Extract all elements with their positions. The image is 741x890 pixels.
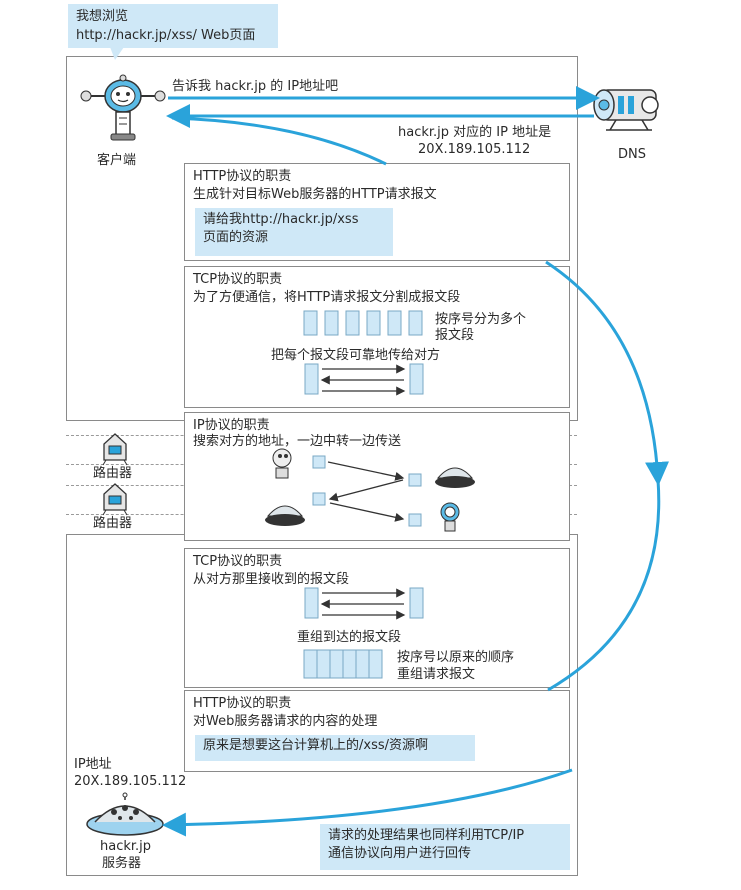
tcp-recv-title: TCP协议的职责 [193,554,283,569]
browse-bubble: 我想浏览 http://hackr.jp/xss/ Web页面 [68,4,278,48]
http-send-desc: 生成针对目标Web服务器的HTTP请求报文 [193,187,437,202]
web-server-icon [86,792,164,836]
browse-bubble-line1: 我想浏览 [76,9,129,24]
http-send-note: 请给我http://hackr.jp/xss 页面的资源 [195,208,393,256]
ip-title: IP协议的职责 [193,418,270,433]
http-send-title: HTTP协议的职责 [193,169,292,184]
tcp-reliable-text: 把每个报文段可靠地传给对方 [271,348,441,363]
http-send-note-line1: 请给我http://hackr.jp/xss [203,212,359,227]
tcp-order-line1: 按序号以原来的顺序 [397,650,515,665]
dns-label: DNS [618,147,646,162]
server-label-line2: 服务器 [102,856,142,871]
tcp-segments-label-2: 报文段 [435,328,475,343]
return-note: 请求的处理结果也同样利用TCP/IP 通信协议向用户进行回传 [320,824,570,870]
dns-reply-line2: 20X.189.105.112 [418,142,531,157]
return-note-line1: 请求的处理结果也同样利用TCP/IP [328,828,525,843]
tcp-segments-label-1: 按序号分为多个 [435,312,527,327]
dns-reply-line1: hackr.jp 对应的 IP 地址是 [398,125,552,140]
client-robot-icon [80,74,166,141]
http-recv-title: HTTP协议的职责 [193,696,292,711]
http-recv-note-text: 原来是想要这台计算机上的/xss/资源啊 [203,738,428,753]
ip-panel: IP协议的职责 搜索对方的地址，一边中转一边传送 [184,412,570,541]
tcp-send-desc: 为了方便通信，将HTTP请求报文分割成报文段 [193,290,461,305]
http-recv-panel: HTTP协议的职责 对Web服务器请求的内容的处理 原来是想要这台计算机上的/x… [184,690,570,772]
http-recv-desc: 对Web服务器请求的内容的处理 [193,714,378,729]
http-send-panel: HTTP协议的职责 生成针对目标Web服务器的HTTP请求报文 请给我http:… [184,163,570,261]
return-note-line2: 通信协议向用户进行回传 [328,846,472,861]
tcp-recv-desc: 从对方那里接收到的报文段 [193,572,350,587]
browse-bubble-line2: http://hackr.jp/xss/ Web页面 [76,28,256,43]
server-ip-line2: 20X.189.105.112 [74,774,187,789]
ip-desc: 搜索对方的地址，一边中转一边传送 [193,434,402,449]
client-label: 客户端 [97,153,137,168]
server-ip-line1: IP地址 [74,757,112,772]
tcp-reassemble-text: 重组到达的报文段 [297,630,402,645]
tcp-send-title: TCP协议的职责 [193,272,283,287]
router-icon-2 [102,483,128,516]
tcp-recv-panel: TCP协议的职责 从对方那里接收到的报文段 重组到达的报文段 按序号以原来的顺序… [184,548,570,688]
tcp-order-line2: 重组请求报文 [397,667,476,682]
server-label-line1: hackr.jp [100,839,152,854]
tcp-send-panel: TCP协议的职责 为了方便通信，将HTTP请求报文分割成报文段 按序号分为多个 … [184,266,570,408]
router-label-2: 路由器 [93,516,133,531]
http-send-note-line2: 页面的资源 [203,230,269,245]
router-label-1: 路由器 [93,466,133,481]
http-recv-note: 原来是想要这台计算机上的/xss/资源啊 [195,735,475,761]
router-icon-1 [102,433,128,466]
dns-server-icon [593,89,659,131]
ask-dns-text: 告诉我 hackr.jp 的 IP地址吧 [172,79,339,94]
